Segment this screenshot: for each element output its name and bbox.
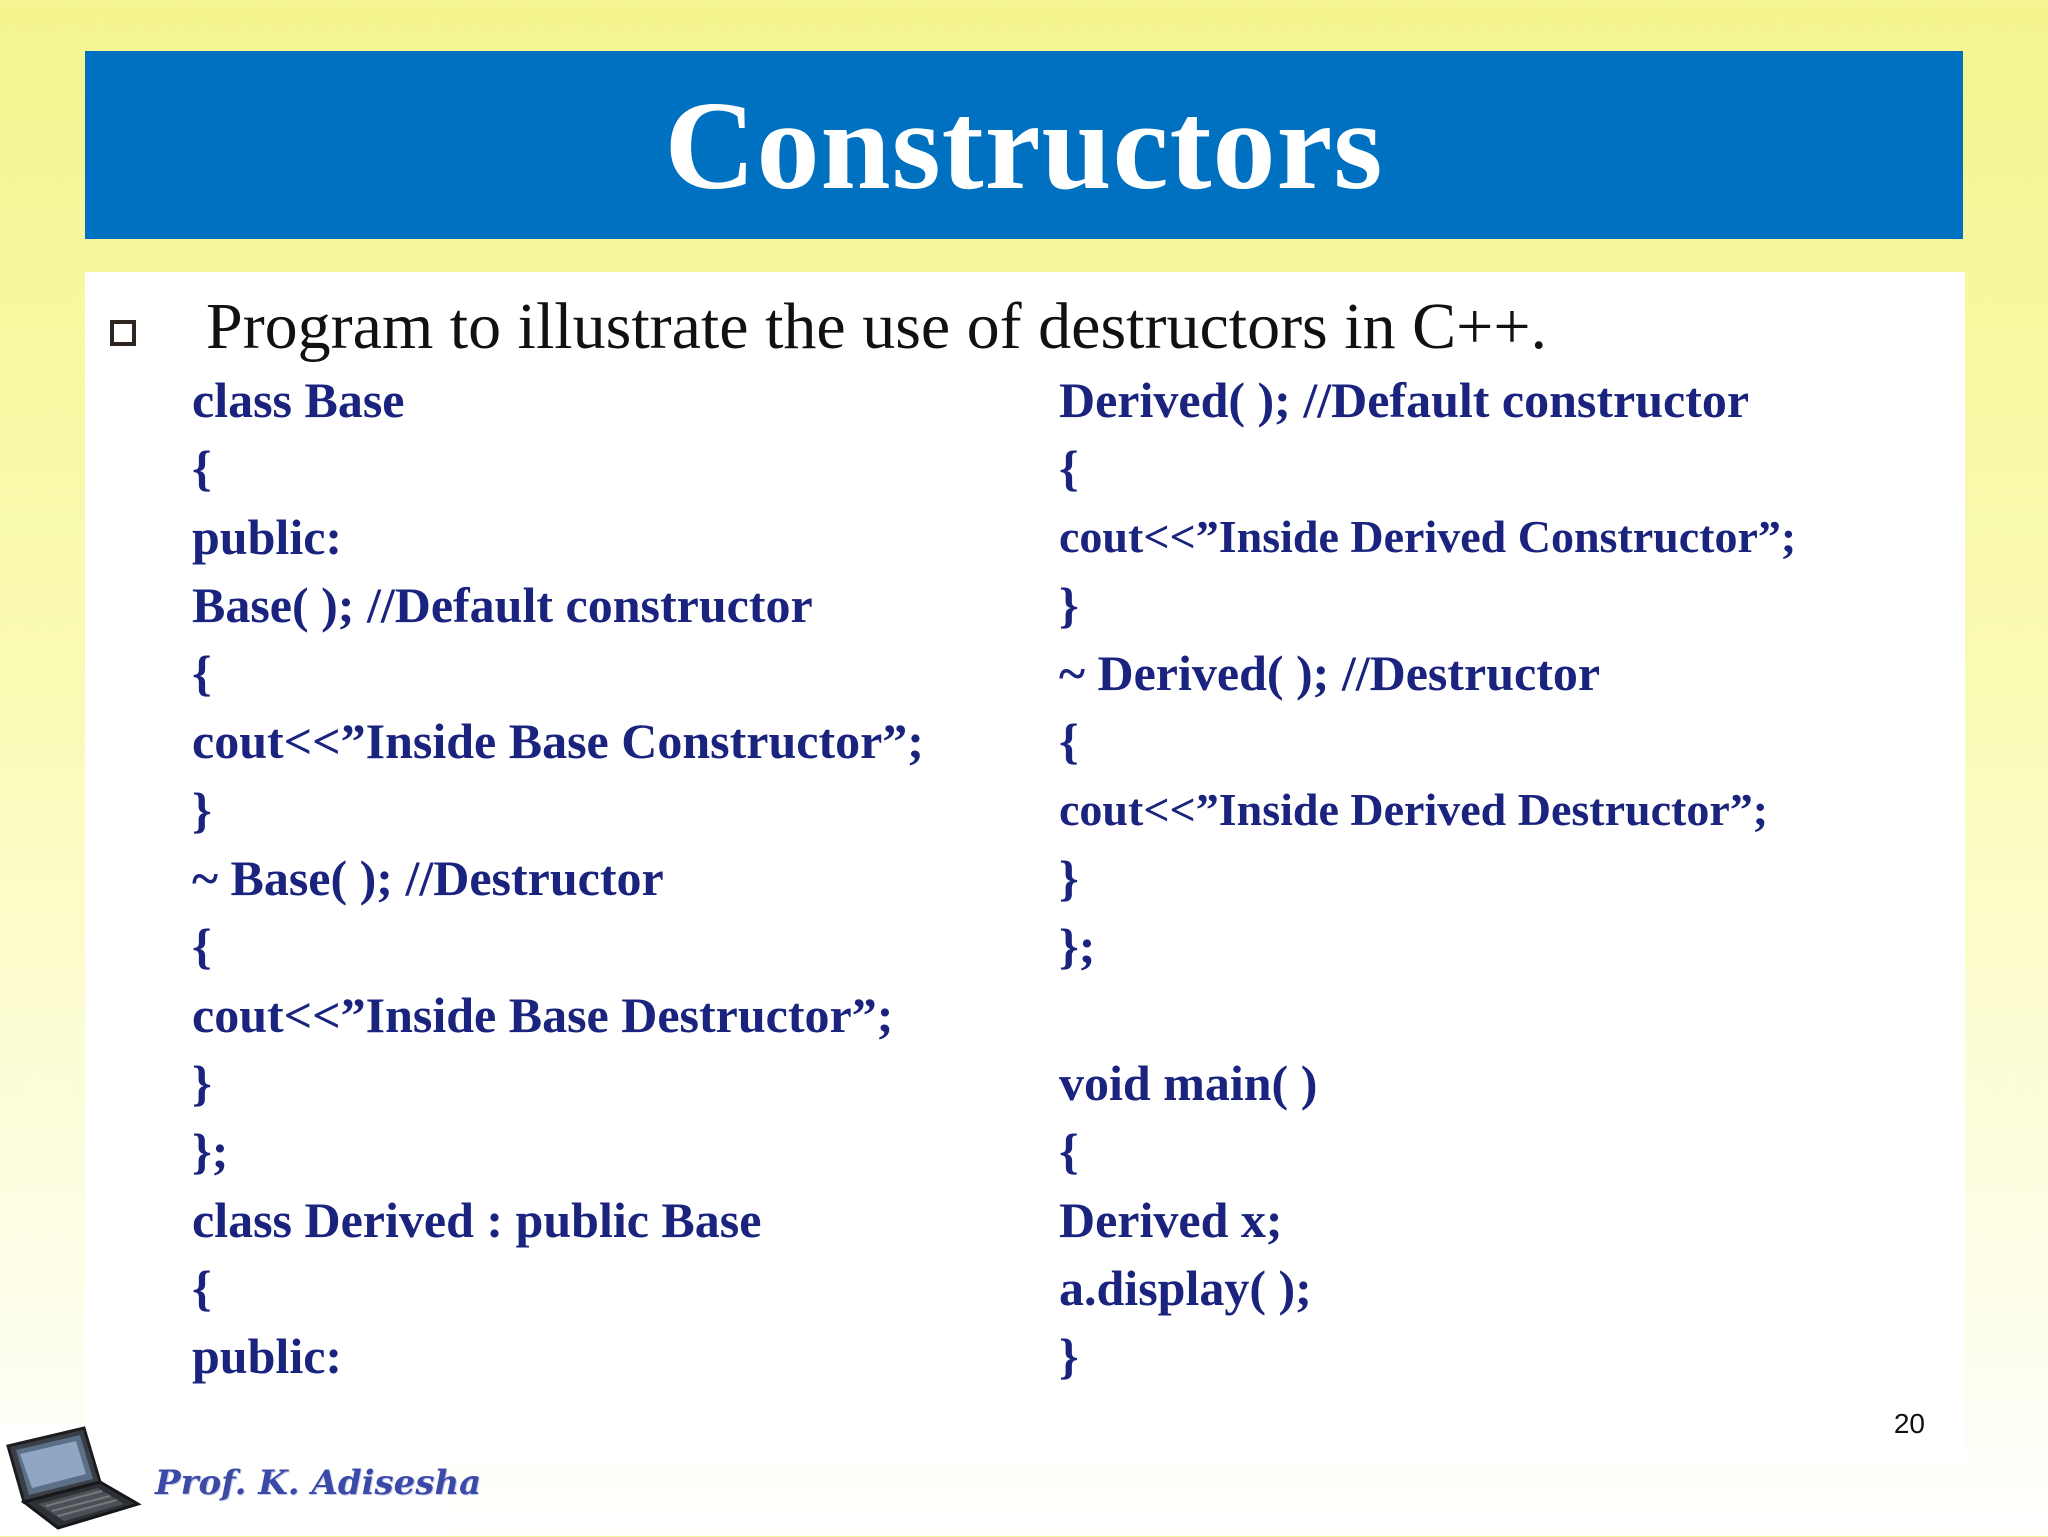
code-line: { — [1059, 713, 1079, 770]
code-line: ~ Base( ); //Destructor — [192, 850, 664, 907]
code-line: }; — [192, 1123, 229, 1180]
bullet-row: Program to illustrate the use of destruc… — [110, 290, 1547, 364]
bullet-text: Program to illustrate the use of destruc… — [206, 290, 1548, 363]
code-line: cout<<”Inside Base Destructor”; — [192, 986, 894, 1043]
code-line: cout<<”Inside Derived Destructor”; — [1059, 783, 1769, 835]
page-number: 20 — [1893, 1408, 1925, 1439]
code-line: ~ Derived( ); //Destructor — [1059, 645, 1601, 702]
code-line: } — [1059, 1328, 1079, 1385]
slide-title: Constructors — [664, 77, 1384, 216]
code-line: void main( ) — [1059, 1054, 1318, 1111]
code-line: } — [192, 781, 212, 838]
code-line: a.display( ); — [1059, 1259, 1312, 1316]
code-line: }; — [1059, 918, 1096, 975]
code-line: Derived x; — [1059, 1191, 1283, 1248]
code-line: class Derived : public Base — [192, 1191, 762, 1248]
content-panel — [85, 272, 1965, 1464]
code-line: { — [192, 645, 212, 702]
code-line: } — [192, 1054, 212, 1111]
code-line: public: — [192, 508, 343, 565]
code-line: class Base — [192, 372, 405, 428]
author-signature: Prof. K. Adisesha — [155, 1463, 482, 1503]
hollow-square-bullet-icon — [110, 320, 136, 346]
code-line: { — [192, 440, 212, 497]
code-line: cout<<”Inside Derived Constructor”; — [1059, 510, 1797, 562]
laptop-icon — [2, 1426, 142, 1532]
code-column-left: class Base { public: Base( ); //Default … — [192, 366, 924, 1390]
code-line — [1059, 981, 1796, 1049]
code-line: Derived( ); //Default constructor — [1059, 372, 1750, 428]
code-line: public: — [192, 1328, 343, 1385]
title-bar: Constructors — [85, 51, 1963, 239]
code-line: } — [1059, 576, 1079, 633]
code-line: cout<<”Inside Base Constructor”; — [192, 713, 924, 770]
code-column-right: Derived( ); //Default constructor { cout… — [1059, 366, 1796, 1390]
code-line: { — [192, 918, 212, 975]
code-line: { — [1059, 440, 1079, 497]
code-line: Base( ); //Default constructor — [192, 576, 813, 633]
code-line: { — [192, 1259, 212, 1316]
code-line: } — [1059, 850, 1079, 907]
code-line: { — [1059, 1123, 1079, 1180]
